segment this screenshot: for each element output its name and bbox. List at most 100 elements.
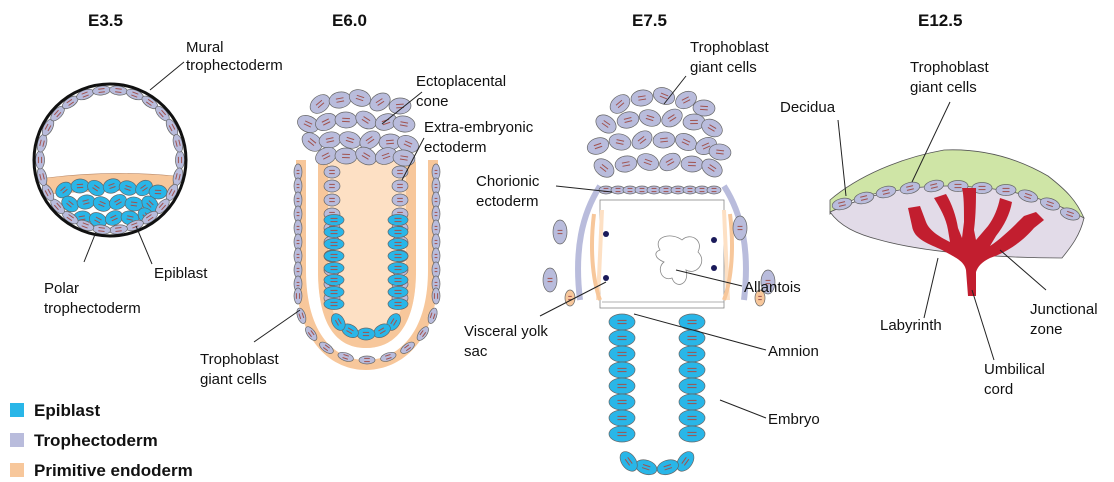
outer-trophoblast-cell — [432, 288, 440, 304]
epiblast-cell — [388, 227, 408, 238]
label-junctional-zone: Junctional zone — [1030, 301, 1102, 338]
extraembryonic-cell — [324, 166, 340, 178]
extraembryonic-cell — [392, 194, 408, 206]
label-decidua: Decidua — [780, 99, 836, 116]
legend-swatch-primitive-endoderm — [10, 463, 24, 477]
embryo-epiblast-cell — [679, 426, 705, 442]
trophectoderm-cell — [176, 151, 185, 169]
trophoblast-cell — [651, 84, 677, 107]
blood-island-dot — [603, 231, 609, 237]
epiblast-cell — [324, 251, 344, 262]
label-epiblast-e35: Epiblast — [154, 265, 208, 282]
trophectoderm-cell — [36, 151, 45, 169]
embryo-epiblast-cell — [609, 314, 635, 330]
outer-trophoblast-cell — [432, 192, 440, 208]
label-visceral-yolk-sac: Visceral yolk sac — [464, 323, 552, 360]
outer-trophoblast-cell — [294, 288, 302, 304]
ectoplacental-cell — [335, 148, 358, 165]
e60-egg-cylinder — [294, 87, 440, 370]
trophoblast-cell — [628, 127, 655, 153]
epiblast-cell — [388, 215, 408, 226]
trophoblast-cell — [585, 135, 611, 157]
giant-cell — [733, 216, 747, 240]
trophoblast-cell — [657, 150, 684, 175]
epiblast-cell — [388, 287, 408, 298]
label-trophoblast-giant-cells-e75: Trophoblast giant cells — [690, 39, 773, 76]
trophoblast-cell — [681, 156, 704, 173]
embryo-epiblast-cell — [609, 346, 635, 362]
embryo-epiblast-cell — [609, 330, 635, 346]
label-labyrinth: Labyrinth — [880, 317, 942, 334]
outer-trophoblast-cell — [294, 262, 302, 278]
outer-trophoblast-cell — [432, 234, 440, 250]
e75-conceptus — [543, 84, 775, 477]
trophoblast-cell — [652, 131, 676, 149]
outer-trophoblast-cell — [432, 206, 440, 222]
outer-trophoblast-cell — [294, 192, 302, 208]
epiblast-cell — [324, 215, 344, 226]
endoderm-cell — [565, 290, 575, 306]
trophoblast-cell — [637, 107, 663, 129]
outer-trophoblast-cell — [294, 220, 302, 236]
epiblast-cell — [388, 263, 408, 274]
trophoblast-cell — [673, 130, 700, 154]
embryo-epiblast-cell — [609, 394, 635, 410]
outer-trophoblast-cell — [294, 206, 302, 222]
trophoblast-cell — [590, 155, 617, 181]
label-amnion: Amnion — [768, 343, 819, 360]
legend: Epiblast Trophectoderm Primitive endoder… — [10, 401, 193, 480]
embryo-epiblast-cell — [609, 410, 635, 426]
epiblast-cell — [388, 275, 408, 286]
extraembryonic-cell — [324, 194, 340, 206]
trophoblast-cell — [658, 105, 685, 130]
label-umbilical-cord: Umbilical cord — [984, 361, 1049, 398]
blood-island-dot — [603, 275, 609, 281]
epiblast-cell — [324, 275, 344, 286]
label-trophoblast-giant-cells-e60: Trophoblast giant cells — [200, 351, 283, 388]
embryo-epiblast-cell — [609, 362, 635, 378]
ectoplacental-cell — [388, 97, 411, 114]
stage-title-e60: E6.0 — [332, 11, 367, 30]
giant-cell — [553, 220, 567, 244]
ectoplacental-cell — [328, 90, 353, 110]
label-extraembryonic-ectoderm: Extra-embryonic ectoderm — [424, 119, 537, 156]
trophoblast-cell — [614, 154, 639, 174]
outer-trophoblast-cell — [432, 178, 440, 194]
label-trophoblast-giant-cells-e125: Trophoblast giant cells — [910, 59, 993, 96]
epiblast-cell — [324, 299, 344, 310]
legend-swatch-trophectoderm — [10, 433, 24, 447]
embryo-epiblast-cell — [679, 378, 705, 394]
outer-trophoblast-cell — [294, 178, 302, 194]
outer-trophoblast-cell — [294, 164, 302, 180]
label-mural-trophectoderm: Mural trophectoderm — [186, 39, 283, 74]
epiblast-cell — [388, 251, 408, 262]
legend-label-primitive-endoderm: Primitive endoderm — [34, 461, 193, 480]
label-chorionic-ectoderm: Chorionic ectoderm — [476, 173, 544, 210]
epiblast-cell — [324, 227, 344, 238]
embryo-epiblast-cell — [655, 457, 680, 477]
chorionic-cell — [707, 186, 721, 194]
label-polar-trophectoderm: Polar trophectoderm — [44, 280, 141, 317]
epiblast-cell — [388, 299, 408, 310]
ectoplacental-cell — [337, 129, 363, 151]
blood-island-dot — [711, 265, 717, 271]
e35-blastocyst — [34, 84, 186, 236]
extraembryonic-cell — [392, 166, 408, 178]
trophoblast-cell — [635, 151, 661, 174]
trophoblast-cell — [608, 132, 633, 152]
stage-title-e35: E3.5 — [88, 11, 123, 30]
ectoplacental-cell — [335, 111, 358, 128]
embryo-epiblast-cell — [609, 378, 635, 394]
outer-trophoblast-cell — [359, 356, 375, 364]
giant-cell — [996, 185, 1016, 196]
legend-label-trophectoderm: Trophectoderm — [34, 431, 158, 450]
epiblast-cell — [357, 328, 375, 340]
legend-swatch-epiblast — [10, 403, 24, 417]
outer-trophoblast-cell — [432, 248, 440, 264]
trophoblast-cell — [592, 111, 619, 137]
extraembryonic-cell — [392, 180, 408, 192]
extraembryonic-cell — [324, 180, 340, 192]
giant-cell — [543, 268, 557, 292]
label-embryo: Embryo — [768, 411, 820, 428]
